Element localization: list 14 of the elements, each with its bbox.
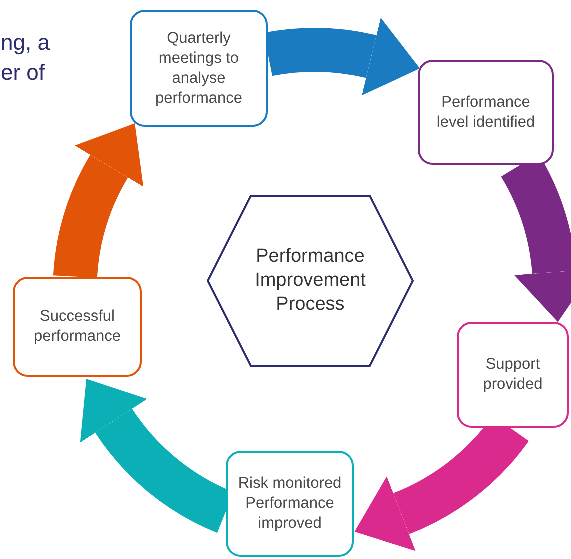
process-box xyxy=(226,451,354,557)
process-box xyxy=(418,60,554,165)
box-label: Quarterly meetings to analyse performance xyxy=(154,28,244,108)
process-box xyxy=(457,322,569,428)
process-box xyxy=(13,277,142,377)
text-fragment: ng, a xyxy=(1,30,50,56)
process-box xyxy=(130,10,268,127)
box-label: Successful performance xyxy=(32,307,122,347)
text-fragment: er of xyxy=(1,60,46,86)
box-label: Performance level identified xyxy=(436,92,536,132)
hexagon-shape xyxy=(207,195,414,367)
box-label: Support provided xyxy=(482,355,544,395)
hexagon-label: Performance Improvement Process xyxy=(254,245,367,317)
box-label: Risk monitored Performance improved xyxy=(237,474,343,534)
